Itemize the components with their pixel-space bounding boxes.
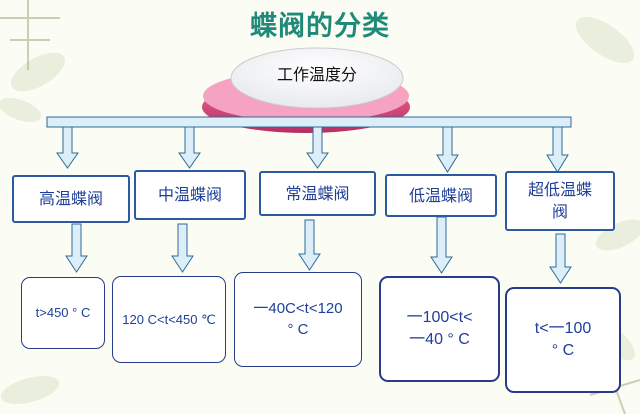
arrow-down-value-2 [171, 223, 194, 273]
category-high-temp: 高温蝶阀 [12, 175, 130, 223]
value-mid-temp: 120 C<t<450 ℃ [112, 276, 226, 363]
arrow-down-5 [546, 126, 569, 173]
value-ultra-low-temp: t<一100 ° C [505, 287, 621, 393]
value-label: t<一100 ° C [534, 320, 592, 359]
arrow-down-value-5 [549, 233, 572, 284]
category-low-temp: 低温蝶阀 [385, 174, 497, 217]
category-ultra-low-temp: 超低温蝶 阀 [505, 171, 615, 231]
category-mid-temp: 中温蝶阀 [134, 170, 246, 220]
value-high-temp: t>450 ° C [21, 277, 105, 349]
connector-bar [46, 116, 572, 128]
category-label: 高温蝶阀 [38, 189, 103, 209]
arrow-down-value-3 [298, 219, 321, 271]
value-label: 120 C<t<450 ℃ [122, 311, 216, 327]
arrow-down-3 [306, 126, 329, 169]
arrow-down-value-1 [65, 223, 88, 273]
category-label: 常温蝶阀 [285, 183, 350, 203]
arrow-down-value-4 [430, 216, 453, 274]
category-normal-temp: 常温蝶阀 [259, 171, 376, 216]
category-label: 超低温蝶 阀 [527, 180, 592, 221]
arrow-down-4 [436, 126, 459, 173]
value-low-temp: 一100<t< 一40 ° C [379, 276, 500, 382]
page-title: 蝶阀的分类 [250, 11, 390, 42]
hub-label: 工作温度分 [276, 65, 357, 84]
arrow-down-1 [56, 126, 79, 169]
category-label: 低温蝶阀 [408, 185, 473, 205]
value-label: t>450 ° C [35, 305, 91, 321]
arrow-down-2 [178, 126, 201, 169]
value-label: 一100<t< 一40 ° C [406, 309, 473, 348]
category-label: 中温蝶阀 [157, 185, 222, 205]
value-label: 一40C<t<120 ° C [253, 300, 343, 338]
value-normal-temp: 一40C<t<120 ° C [234, 272, 362, 367]
